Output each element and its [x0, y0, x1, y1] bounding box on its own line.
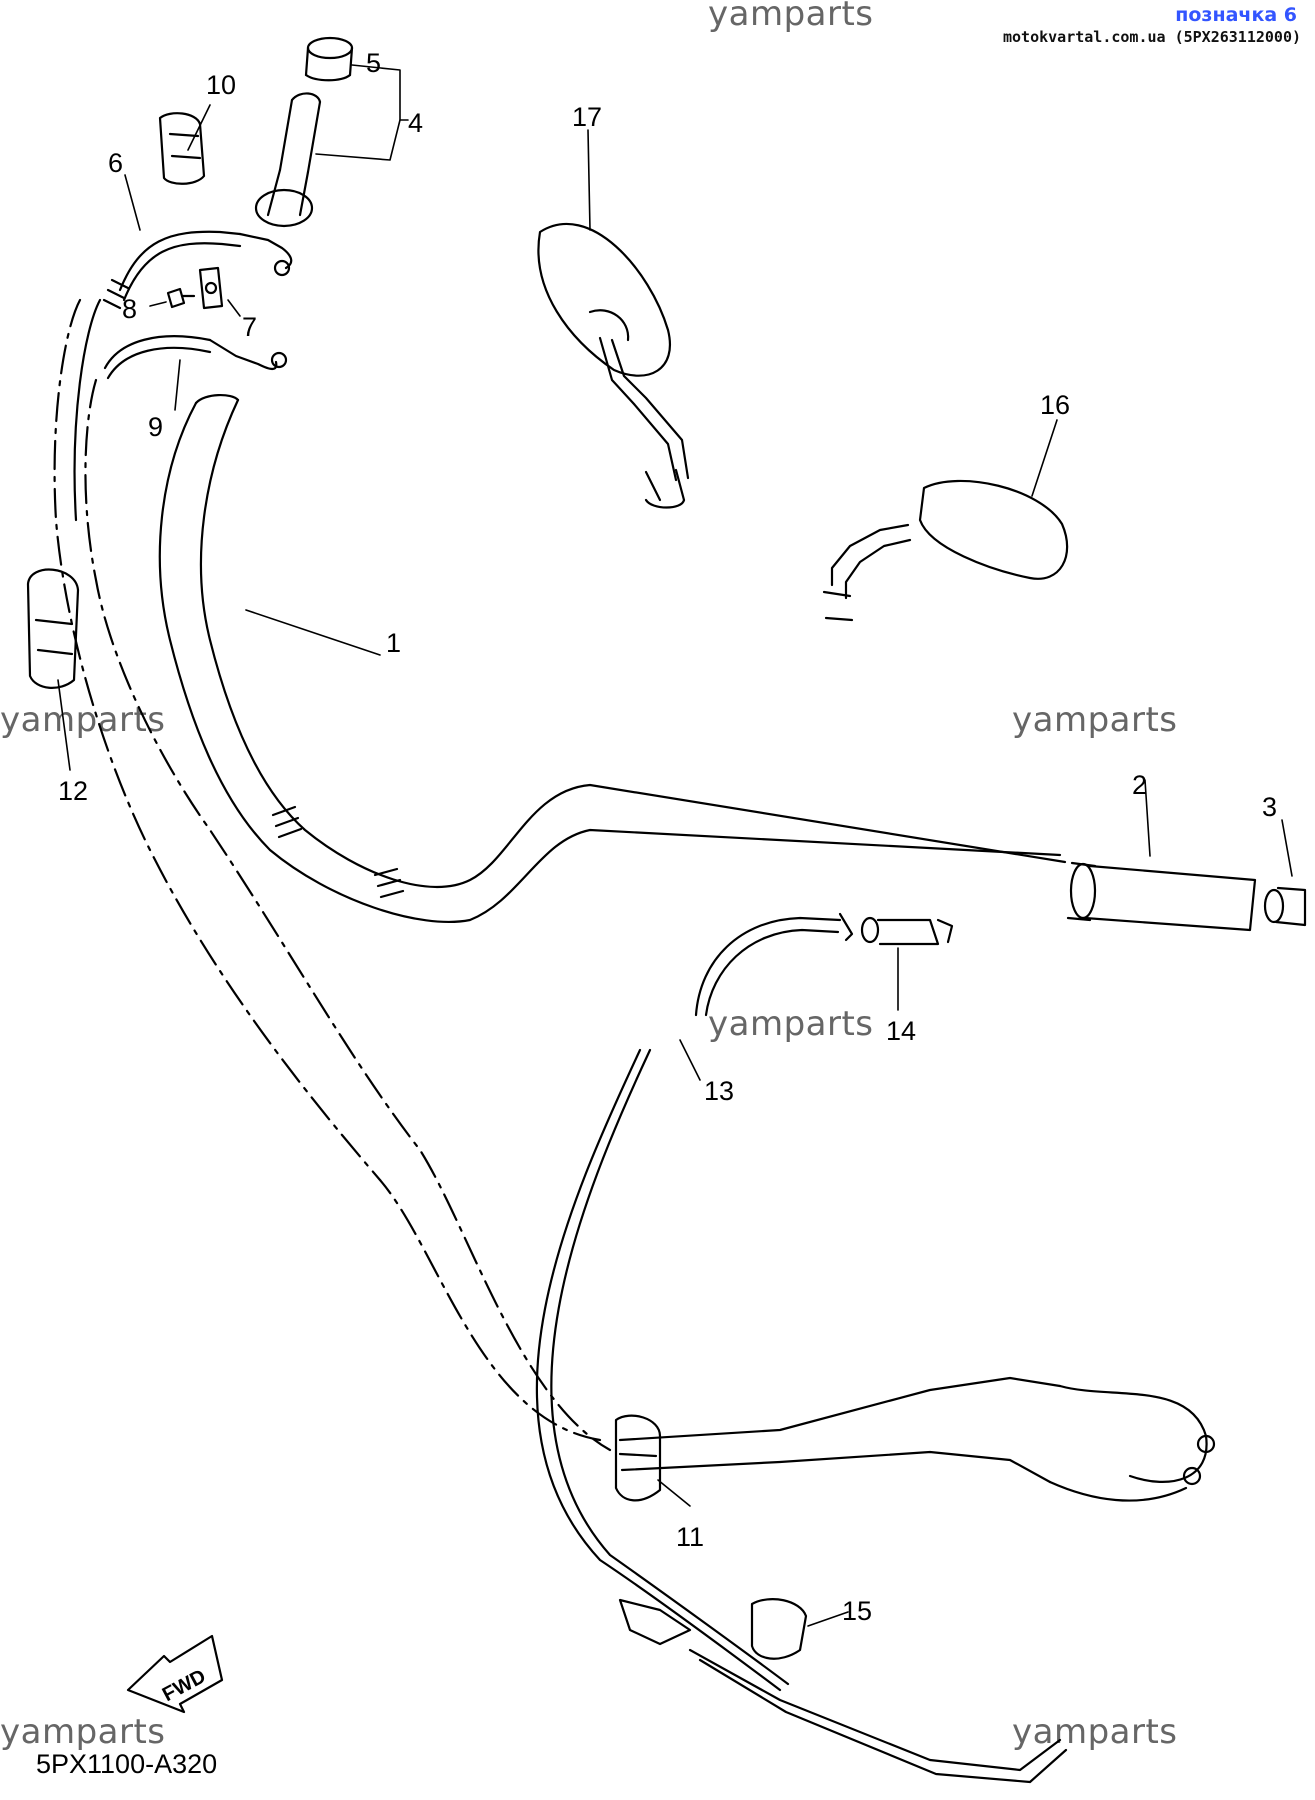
part-number-2: 2	[1132, 770, 1147, 800]
plate-7	[198, 266, 224, 310]
part-number-17: 17	[572, 102, 602, 132]
throttle-grip	[254, 36, 354, 228]
cable-holder-12	[26, 568, 80, 689]
part-number-5: 5	[366, 48, 381, 78]
watermark-right-mid: yamparts	[1012, 700, 1178, 740]
mirror-left	[537, 223, 690, 509]
watermark-center: yamparts	[708, 1004, 874, 1044]
part-number-9: 9	[148, 412, 163, 442]
part-number-8: 8	[122, 294, 137, 324]
fwd-label: FWD	[159, 1665, 210, 1706]
part-number-11: 11	[676, 1522, 704, 1552]
watermark-left-mid: yamparts	[0, 700, 166, 740]
part-number-labels: 1 2 3 4 5 6 7 8 9 10 11 12 13 14 15 16 1…	[58, 48, 1277, 1626]
watermark-bottom-right: yamparts	[1012, 1712, 1178, 1752]
part-number-1: 1	[386, 628, 401, 658]
screw-8	[166, 287, 196, 309]
part-number-10: 10	[206, 70, 236, 100]
part-number-13: 13	[704, 1076, 734, 1106]
watermark-top: yamparts	[708, 0, 874, 34]
mirror-right	[822, 479, 1069, 622]
part-number-16: 16	[1040, 390, 1070, 420]
diagram-code: 5PX1100-A320	[36, 1749, 218, 1779]
part-number-3: 3	[1262, 792, 1277, 822]
cable-holder-11	[614, 1414, 662, 1502]
part-number-15: 15	[842, 1596, 872, 1626]
handlebar	[158, 394, 1067, 924]
cable-ends-right	[618, 1376, 1216, 1502]
leader-lines	[57, 64, 1293, 1627]
cable-holder-15	[750, 1598, 808, 1660]
grip-right	[1066, 861, 1257, 932]
part-number-12: 12	[58, 776, 88, 806]
throttle-cable-9	[84, 335, 612, 1452]
clutch-cable	[535, 912, 1068, 1784]
part-number-14: 14	[886, 1016, 916, 1046]
header-title: позначка 6	[1175, 4, 1297, 26]
watermark-bottom-left: yamparts	[0, 1712, 166, 1752]
fwd-arrow-icon	[126, 1634, 224, 1714]
clutch-switch	[860, 916, 954, 946]
throttle-cable-6	[53, 230, 602, 1442]
part-number-7: 7	[242, 312, 257, 342]
part-number-6: 6	[108, 148, 123, 178]
cable-holder-10	[158, 112, 206, 185]
bar-end-cap	[1263, 886, 1307, 927]
part-number-4: 4	[408, 108, 423, 138]
header-site: motokvartal.com.ua (5PX263112000)	[1002, 28, 1301, 46]
